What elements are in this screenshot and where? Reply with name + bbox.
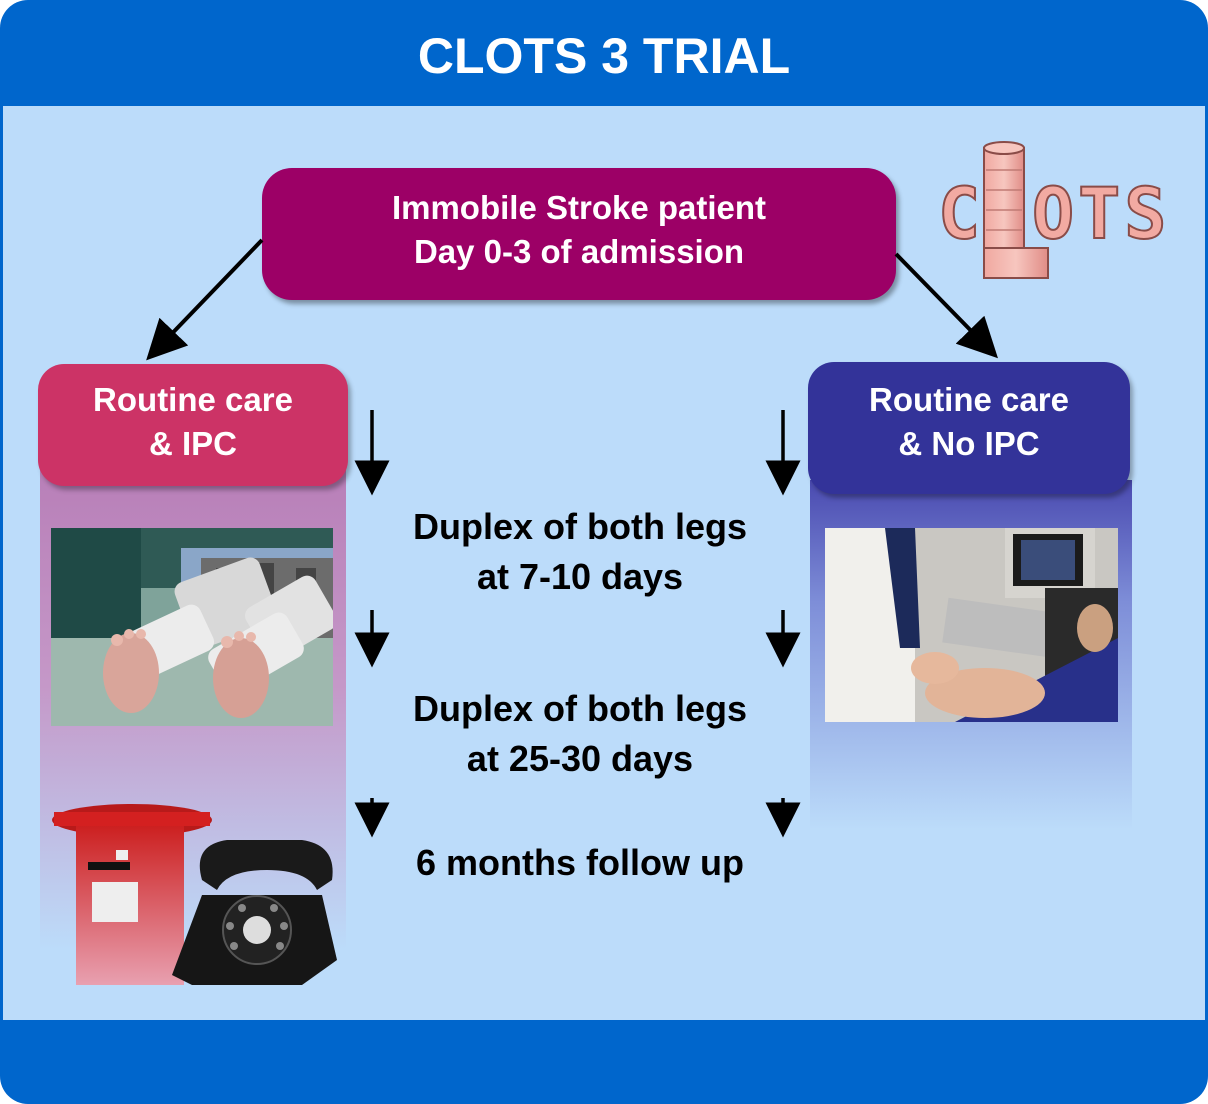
step-duplex-7-10: Duplex of both legs at 7-10 days (360, 502, 800, 602)
slide-title: CLOTS 3 TRIAL (417, 28, 791, 84)
no-ipc-arm-line-2: & No IPC (898, 425, 1040, 462)
clots-logo-icon: C OTS (937, 141, 1170, 279)
step-duplex-25-30: Duplex of both legs at 25-30 days (360, 684, 800, 784)
step-followup: 6 months follow up (360, 838, 800, 888)
entry-line-2: Day 0-3 of admission (413, 233, 745, 270)
legs-with-ipc-sleeves-photo (51, 528, 333, 726)
ipc-arm-line-1: Routine care (93, 381, 293, 418)
step-2-line-1: Duplex of both legs (412, 688, 747, 729)
svg-text:OTS: OTS (1032, 173, 1170, 255)
ipc-arm-box: Routine care & IPC (38, 364, 348, 486)
entry-criteria-box: Immobile Stroke patient Day 0-3 of admis… (262, 168, 896, 300)
step-1-line-1: Duplex of both legs (412, 506, 747, 547)
postbox-and-telephone-image (52, 804, 337, 985)
duplex-ultrasound-scan-photo (825, 528, 1118, 722)
svg-text:C: C (938, 173, 980, 255)
step-3-line-1: 6 months follow up (416, 842, 744, 883)
no-ipc-arm-line-1: Routine care (869, 381, 1069, 418)
step-2-line-2: at 25-30 days (466, 738, 694, 779)
no-ipc-arm-box: Routine care & No IPC (808, 362, 1130, 494)
entry-line-1: Immobile Stroke patient (391, 189, 767, 226)
step-1-line-2: at 7-10 days (476, 556, 684, 597)
ipc-arm-line-2: & IPC (148, 425, 237, 462)
